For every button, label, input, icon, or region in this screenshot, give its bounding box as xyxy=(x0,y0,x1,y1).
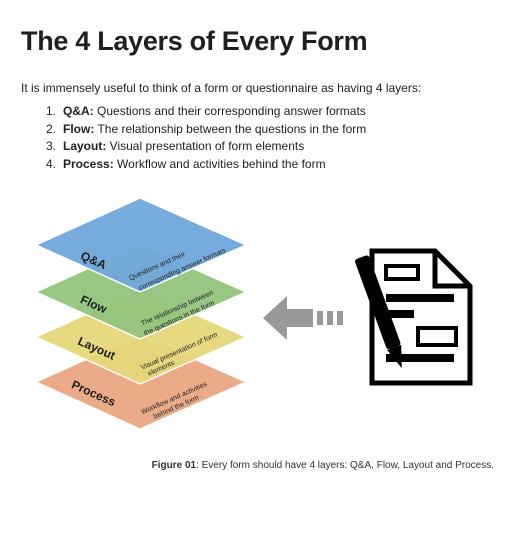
layer-description: Workflow and activities behind the form xyxy=(113,156,326,171)
list-item: 4. Process: Workflow and activities behin… xyxy=(21,156,491,174)
list-number: 3. xyxy=(45,139,56,153)
left-arrow-icon xyxy=(263,296,343,340)
list-item: 3. Layout: Visual presentation of form el… xyxy=(21,138,491,156)
list-item: 2. Flow: The relationship between the que… xyxy=(21,121,491,139)
document-with-pen-icon xyxy=(355,248,473,386)
layer-name: Process: xyxy=(63,156,114,171)
figure-caption: Figure 01: Every form should have 4 laye… xyxy=(152,460,494,471)
layer-description: Questions and their corresponding answer… xyxy=(93,104,366,118)
layer-name: Q&A: xyxy=(63,104,94,118)
list-item: 1. Q&A: Questions and their corresponding… xyxy=(21,103,491,121)
list-number: 2. xyxy=(45,121,56,136)
caption-label: Figure 01 xyxy=(151,460,197,471)
page-title: The 4 Layers of Every Form xyxy=(21,26,368,56)
caption-text: : Every form should have 4 layers: Q&A, … xyxy=(196,460,494,471)
layer-shape-qa xyxy=(35,197,247,293)
layer-name: Layout: xyxy=(63,139,107,153)
layer-description: Visual presentation of form elements xyxy=(106,139,305,153)
intro-text: It is immensely useful to think of a for… xyxy=(21,81,422,95)
layer-list: 1. Q&A: Questions and their corresponding… xyxy=(21,103,491,173)
list-number: 4. xyxy=(45,156,56,171)
layer-name: Flow: xyxy=(63,121,95,136)
layers-figure: Process Workflow and activities behind t… xyxy=(35,197,473,430)
list-number: 1. xyxy=(45,104,56,118)
layer-description: The relationship between the questions i… xyxy=(94,121,367,136)
